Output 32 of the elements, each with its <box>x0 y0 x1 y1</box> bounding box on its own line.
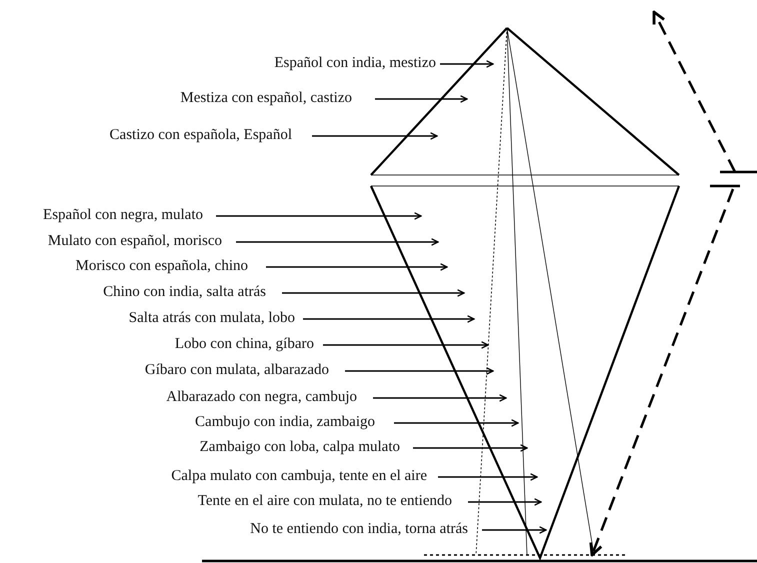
leader-line <box>266 263 448 271</box>
cross-label: Albarazado con negra, cambujo <box>166 388 357 406</box>
leader-line <box>413 444 528 452</box>
cross-label: Salta atrás con mulata, lobo <box>128 309 295 327</box>
leader-line <box>375 95 468 103</box>
cross-label: Calpa mulato con cambuja, tente en el aire <box>171 467 427 485</box>
leader-line <box>440 60 494 68</box>
leader-line <box>345 367 494 375</box>
leader-line <box>282 289 465 297</box>
cross-label: Gíbaro con mulata, albarazado <box>144 361 329 379</box>
cross-label: Chino con india, salta atrás <box>103 283 266 301</box>
cross-label: Morisco con española, chino <box>76 257 248 275</box>
cross-label: Castizo con española, Español <box>110 126 292 144</box>
cross-label: Español con india, mestizo <box>274 54 436 72</box>
leader-line <box>468 498 542 506</box>
leader-line <box>236 238 439 246</box>
leader-line <box>394 419 519 427</box>
cross-label: Tente en el aire con mulata, no te entiendo <box>198 492 452 510</box>
leader-line <box>312 132 438 140</box>
leader-line <box>323 341 489 349</box>
cross-label: Zambaigo con loba, calpa mulato <box>200 438 400 456</box>
leader-line <box>373 394 507 402</box>
cross-label: Cambujo con india, zambaigo <box>195 413 375 431</box>
leader-line <box>482 526 547 534</box>
leader-line <box>216 212 422 220</box>
cross-label: Mulato con español, morisco <box>48 232 222 250</box>
cross-label: Lobo con china, gíbaro <box>174 335 314 353</box>
leader-line <box>303 315 475 323</box>
cross-label: Mestiza con español, castizo <box>180 89 352 107</box>
cross-label: Español con negra, mulato <box>43 206 203 224</box>
cross-label: No te entiendo con india, torna atrás <box>250 520 468 538</box>
leader-line <box>438 473 538 481</box>
